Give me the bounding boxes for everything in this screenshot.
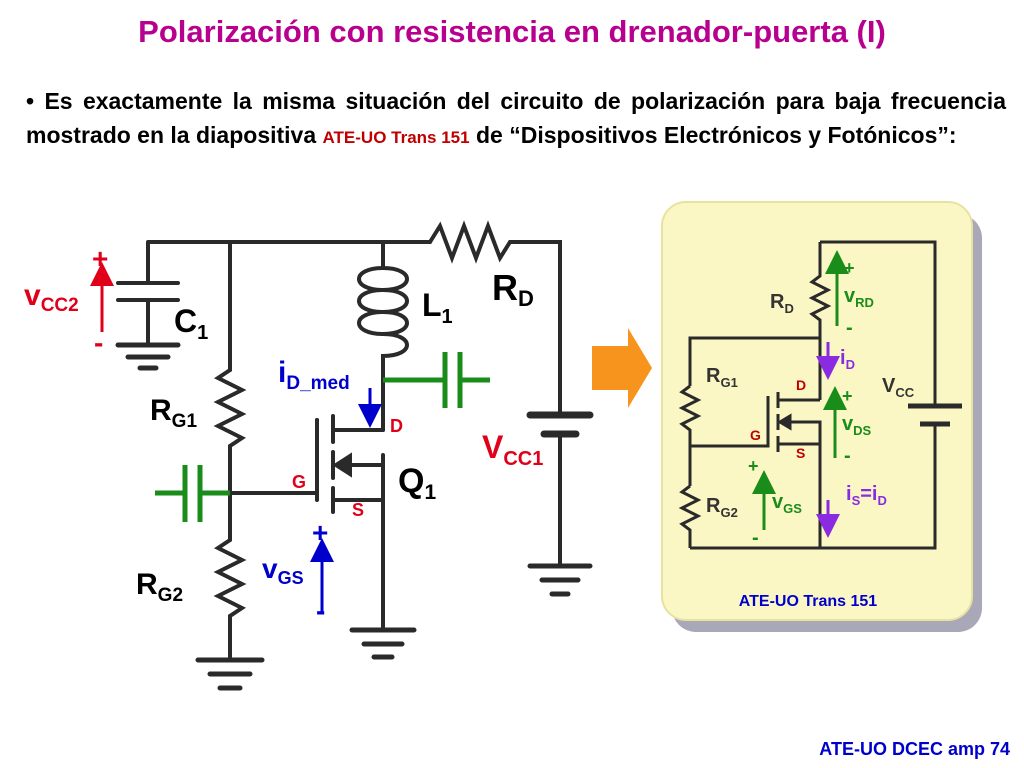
- vgs-minus: -: [316, 595, 325, 626]
- vgs-plus: +: [312, 517, 328, 548]
- vcc2-plus: +: [92, 243, 108, 274]
- vcc1-ground: [527, 563, 593, 597]
- drain-label: D: [390, 416, 403, 436]
- inset-vcc-battery: [908, 403, 962, 427]
- inset-vrd-minus: -: [846, 317, 853, 339]
- inset-rg2-label: RG2: [706, 495, 738, 520]
- inset-vds-minus: -: [844, 445, 851, 467]
- inset-vds-label: vDS: [842, 413, 872, 438]
- inset-vgs-plus: +: [748, 456, 759, 476]
- inset-mosfet-arrow: [777, 413, 792, 431]
- rg1-label: RG1: [150, 394, 197, 432]
- inset-rg1-label: RG1: [706, 365, 738, 390]
- bullet-paragraph: • Es exactamente la misma situación del …: [26, 84, 1006, 155]
- inset-circuit: [678, 240, 962, 550]
- main-circuit: [115, 220, 594, 691]
- mosfet-body-arrow: [332, 452, 352, 478]
- inset-vrd-label: vRD: [844, 285, 874, 310]
- bullet-marker: •: [26, 88, 35, 114]
- inset-drain-label: D: [796, 377, 806, 393]
- slide-title: Polarización con resistencia en drenador…: [138, 14, 886, 49]
- l1-label: L1: [422, 287, 453, 328]
- source-ground: [349, 627, 417, 660]
- inset-vgs-minus: -: [752, 527, 759, 549]
- inset-vcc-label: VCC: [882, 375, 915, 400]
- vcc1-label: VCC1: [482, 429, 543, 470]
- rg1-resistor: [213, 240, 247, 532]
- inset-gate-label: G: [750, 427, 761, 443]
- inset-rg1: [678, 384, 702, 486]
- mosfet-source: [331, 453, 385, 632]
- c1-ground: [115, 342, 181, 371]
- slide-footer: ATE-UO DCEC amp 74: [819, 739, 1010, 759]
- vcc2-label: vCC2: [24, 279, 79, 316]
- inset-panel: [661, 201, 982, 632]
- rg2-resistor: [213, 528, 247, 662]
- c1-capacitor: [116, 281, 180, 347]
- vcc2-minus: -: [94, 327, 103, 358]
- gate-label: G: [292, 472, 306, 492]
- inset-vds-plus: +: [842, 386, 853, 406]
- c1-label: C1: [174, 303, 208, 344]
- source-label: S: [352, 500, 364, 520]
- id-med-label: iD_med: [278, 356, 350, 394]
- bullet-text-end: de “Dispositivos Electrónicos y Fotónico…: [476, 122, 957, 148]
- inset-rd: [808, 242, 832, 400]
- inset-top-wire: [820, 240, 937, 406]
- inset-vrd-plus: +: [844, 258, 855, 278]
- rd-label: RD: [492, 267, 534, 311]
- coupling-capacitors: [155, 352, 490, 522]
- top-wire: [146, 240, 432, 285]
- rg2-label: RG2: [136, 568, 183, 606]
- q1-label: Q1: [398, 462, 436, 504]
- drain-coupling-capacitor: [383, 352, 490, 408]
- inset-id-label: iD: [840, 347, 855, 372]
- gate-coupling-capacitor: [155, 465, 230, 522]
- inset-bottom-wire: [690, 424, 937, 550]
- l1-inductor: [357, 240, 409, 432]
- inset-vgs-label: vGS: [772, 491, 802, 516]
- inset-rd-label: RD: [770, 291, 794, 316]
- vcc1-battery: [526, 411, 594, 438]
- inset-left-wire: [688, 336, 820, 386]
- slide-reference: ATE-UO Trans 151: [322, 128, 470, 147]
- inset-source-label: S: [796, 445, 805, 461]
- bullet-text: Es exactamente la misma situación del ci…: [26, 88, 1006, 148]
- rd-resistor: [428, 220, 562, 417]
- inset-is-label: iS=iD: [846, 483, 887, 508]
- inset-rg2: [678, 484, 702, 548]
- transition-arrow: [592, 328, 652, 408]
- vgs-label: vGS: [262, 553, 304, 588]
- rg2-ground: [195, 657, 265, 691]
- inset-caption: ATE-UO Trans 151: [739, 593, 878, 610]
